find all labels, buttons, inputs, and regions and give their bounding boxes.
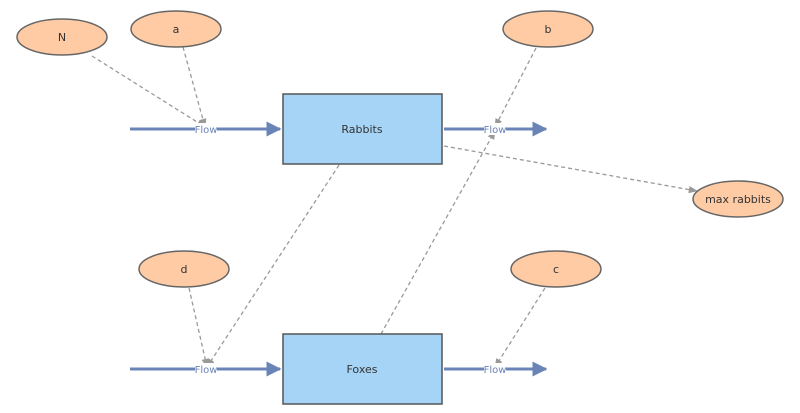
variable-a[interactable]: a — [130, 10, 222, 48]
flow-foxes-in-label: Flow — [195, 365, 218, 376]
link-a-to-rabbits-inflow[interactable] — [182, 46, 207, 128]
link-b-to-rabbits-outflow[interactable] — [494, 47, 537, 128]
variable-a-shape[interactable] — [130, 10, 222, 48]
flow-rabbits-out-label: Flow — [484, 125, 507, 136]
variable-d-shape[interactable] — [138, 250, 230, 288]
variable-c[interactable]: c — [510, 250, 602, 288]
variable-d[interactable]: d — [138, 250, 230, 288]
flow-foxes-in[interactable]: Flow — [130, 361, 282, 377]
flow-rabbits-in[interactable]: Flow — [130, 121, 282, 137]
stock-rabbits-box[interactable] — [282, 93, 443, 165]
variable-n[interactable]: N — [16, 18, 108, 56]
stock-foxes-box[interactable] — [282, 333, 443, 405]
link-rabbits-to-max-rabbits[interactable] — [443, 145, 698, 194]
variable-n-label: N — [58, 31, 66, 44]
links — [91, 46, 698, 368]
variable-max-rabbits-label: max rabbits — [705, 193, 771, 206]
flow-rabbits-out-label-bg — [484, 123, 506, 135]
link-n-to-rabbits-inflow[interactable] — [91, 55, 206, 128]
variable-max-rabbits-shape[interactable] — [692, 180, 784, 218]
variable-b-shape[interactable] — [502, 10, 594, 48]
variable-b[interactable]: b — [502, 10, 594, 48]
variable-c-label: c — [553, 263, 559, 276]
stock-foxes-label: Foxes — [347, 363, 378, 376]
variable-b-label: b — [545, 23, 552, 36]
flow-foxes-out[interactable]: Flow — [444, 361, 548, 377]
link-foxes-to-rabbits-outflow[interactable] — [380, 130, 496, 335]
flow-foxes-out-label: Flow — [484, 365, 507, 376]
variable-c-shape[interactable] — [510, 250, 602, 288]
stock-foxes[interactable]: Foxes — [282, 333, 443, 405]
link-rabbits-to-foxes-inflow[interactable] — [206, 164, 340, 368]
variable-d-label: d — [181, 263, 188, 276]
link-d-to-foxes-inflow[interactable] — [188, 287, 209, 368]
link-c-to-foxes-outflow[interactable] — [494, 287, 546, 368]
variable-n-shape[interactable] — [16, 18, 108, 56]
variable-max-rabbits[interactable]: max rabbits — [692, 180, 784, 218]
flow-rabbits-in-label-bg — [195, 123, 217, 135]
variable-a-label: a — [173, 23, 180, 36]
flow-rabbits-in-label: Flow — [195, 125, 218, 136]
stock-rabbits-label: Rabbits — [341, 123, 382, 136]
flow-rabbits-out[interactable]: Flow — [444, 121, 548, 137]
flow-foxes-in-label-bg — [195, 363, 217, 375]
flow-foxes-out-label-bg — [484, 363, 506, 375]
stock-rabbits[interactable]: Rabbits — [282, 93, 443, 165]
